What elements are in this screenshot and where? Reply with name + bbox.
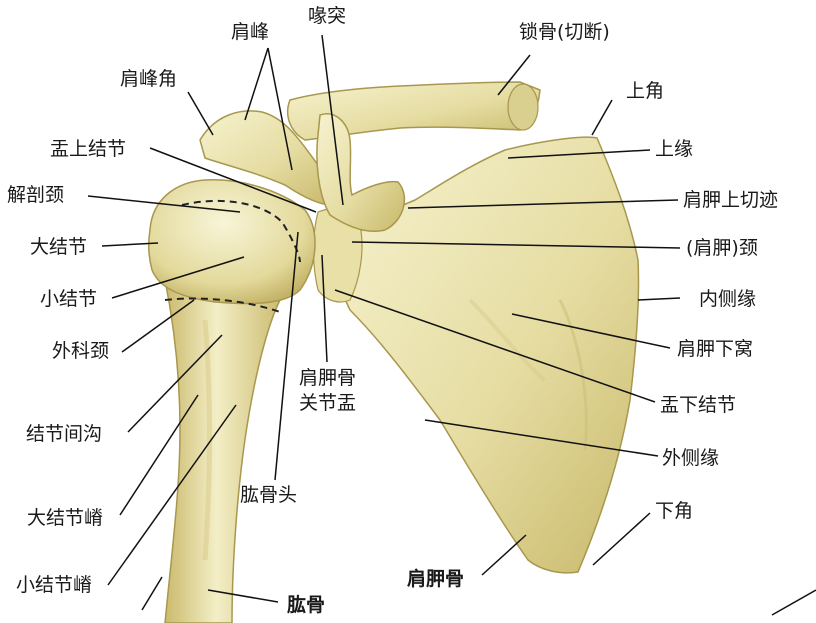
label-scapular-neck: (肩胛)颈 bbox=[686, 237, 758, 259]
label-suprascapular-notch: 肩胛上切迹 bbox=[683, 189, 778, 211]
label-clavicle: 锁骨(切断) bbox=[519, 21, 610, 43]
humerus-bone bbox=[165, 280, 280, 623]
label-surgical-neck: 外科颈 bbox=[52, 340, 109, 362]
label-medial-border: 内侧缘 bbox=[699, 288, 756, 310]
label-subscapular-fossa: 肩胛下窝 bbox=[677, 338, 753, 360]
label-coracoid: 喙突 bbox=[308, 5, 346, 27]
label-intertubercular-groove: 结节间沟 bbox=[26, 423, 102, 445]
label-glenoid-cavity: 肩胛骨 关节盂 bbox=[299, 366, 369, 416]
label-acromial-angle: 肩峰角 bbox=[120, 68, 177, 90]
label-lesser-tubercle-crest: 小结节嵴 bbox=[16, 574, 92, 596]
humeral-head bbox=[149, 180, 315, 304]
label-greater-tubercle-crest: 大结节嵴 bbox=[27, 507, 103, 529]
label-acromion: 肩峰 bbox=[231, 21, 269, 43]
label-glenoid-line2: 关节盂 bbox=[299, 391, 369, 416]
label-scapula: 肩胛骨 bbox=[407, 568, 464, 590]
label-infraglenoid-tubercle: 盂下结节 bbox=[660, 394, 736, 416]
label-humerus: 肱骨 bbox=[287, 594, 325, 616]
label-glenoid-line1: 肩胛骨 bbox=[299, 366, 369, 391]
label-humeral-head: 肱骨头 bbox=[240, 484, 297, 506]
label-lateral-border: 外侧缘 bbox=[662, 447, 719, 469]
label-inferior-angle: 下角 bbox=[655, 500, 693, 522]
label-anatomical-neck: 解剖颈 bbox=[7, 184, 64, 206]
label-supraglenoid-tubercle: 盂上结节 bbox=[50, 138, 126, 160]
label-superior-angle: 上角 bbox=[626, 80, 664, 102]
label-greater-tubercle: 大结节 bbox=[30, 236, 87, 258]
label-superior-border: 上缘 bbox=[655, 138, 693, 160]
label-lesser-tubercle: 小结节 bbox=[40, 288, 97, 310]
